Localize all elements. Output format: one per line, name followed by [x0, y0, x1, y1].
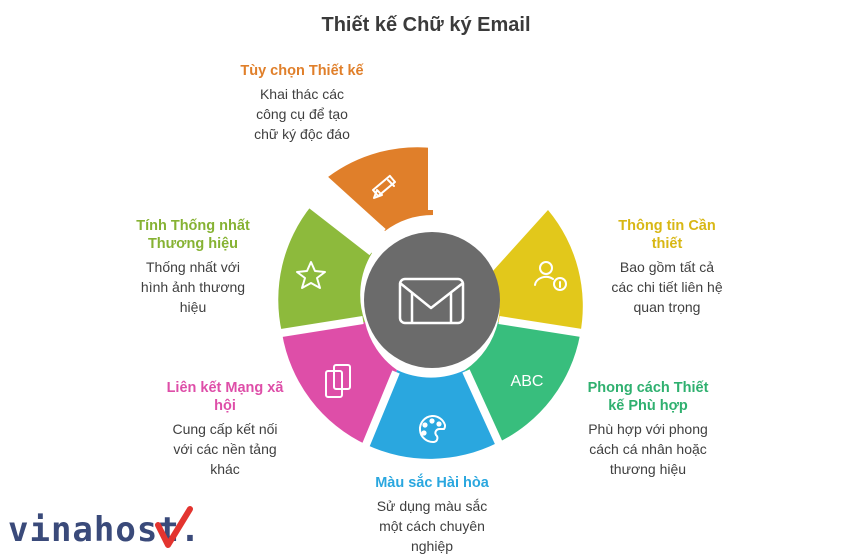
label-style-desc-1: Phù hợp với phong	[588, 421, 708, 437]
label-design-head: Tùy chọn Thiết kế	[240, 63, 364, 79]
palette-icon	[419, 415, 447, 444]
diagram-title: Thiết kế Chữ ký Email	[321, 14, 531, 36]
abc-icon-text: ABC	[511, 373, 544, 390]
label-style-head: Phong cách Thiết kế Phù hợp	[587, 380, 709, 414]
center-circle	[364, 232, 500, 368]
label-social-desc-1: Cung cấp kết nối	[172, 421, 278, 437]
star-icon	[296, 261, 326, 289]
segment-color	[367, 370, 497, 459]
label-info-head: Thông tin Cần thiết	[618, 218, 716, 252]
label-social-desc-2: với các nền tảng	[173, 441, 277, 457]
segment-social	[282, 322, 397, 445]
label-info: Thông tin Cần thiết Bao gồm tất cả các c…	[592, 217, 742, 317]
gmail-m-icon	[398, 277, 465, 325]
label-brand-desc-2: hình ảnh thương	[140, 279, 246, 295]
segment-style	[465, 322, 580, 443]
label-brand-head: Tính Thống nhất Thương hiệu	[136, 218, 250, 252]
pencil-ruler-icon	[372, 174, 396, 199]
label-info-desc-3: quan trọng	[633, 299, 701, 315]
devices-icon	[325, 364, 351, 398]
segment-info	[492, 210, 583, 335]
segment-brand	[278, 205, 372, 333]
label-style-desc-3: thương hiệu	[609, 461, 687, 477]
label-social-head: Liên kết Mạng xã hội	[166, 380, 284, 414]
vinahost-check-mark-icon	[155, 506, 193, 548]
label-brand-desc-1: Thống nhất với	[145, 259, 240, 275]
label-social-desc-3: khác	[210, 461, 240, 477]
label-info-desc-1: Bao gồm tất cả	[619, 259, 715, 275]
label-color-desc-1: Sử dụng màu sắc	[376, 498, 488, 514]
label-color-head: Màu sắc Hài hòa	[375, 475, 489, 491]
segment-design	[328, 147, 433, 231]
label-color-desc-3: nghiệp	[410, 538, 454, 554]
label-brand: Tính Thống nhất Thương hiệu Thống nhất v…	[118, 217, 268, 317]
label-style: Phong cách Thiết kế Phù hợp Phù hợp với …	[568, 379, 728, 479]
label-design-desc-3: chữ ký độc đáo	[254, 126, 350, 142]
user-info-icon	[534, 261, 567, 291]
label-color: Màu sắc Hài hòa Sử dụng màu sắc một cách…	[352, 474, 512, 556]
label-info-desc-2: các chi tiết liên hệ	[611, 279, 723, 295]
label-design-desc-2: công cụ để tạo	[256, 106, 348, 122]
label-design-desc-1: Khai thác các	[259, 86, 345, 102]
label-color-desc-2: một cách chuyên	[379, 518, 485, 534]
label-social: Liên kết Mạng xã hội Cung cấp kết nối vớ…	[150, 379, 300, 479]
label-brand-desc-3: hiệu	[179, 299, 207, 315]
label-style-desc-2: cách cá nhân hoặc	[589, 441, 707, 457]
label-design: Tùy chọn Thiết kế Khai thác các công cụ …	[222, 62, 382, 144]
